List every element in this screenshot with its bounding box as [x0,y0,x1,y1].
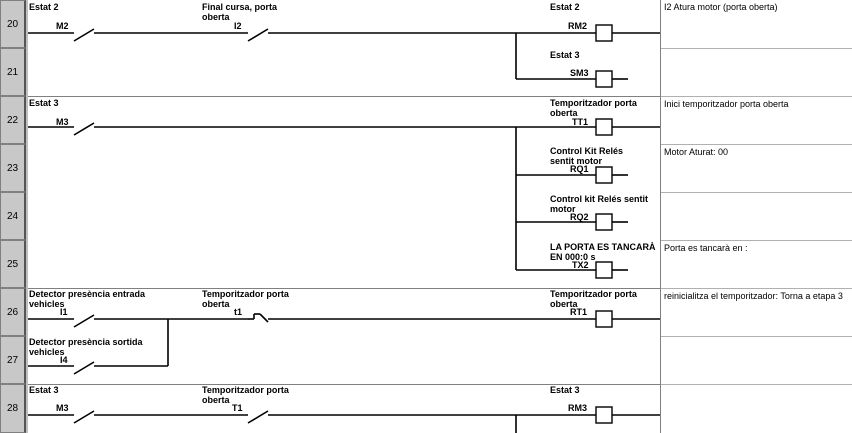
row-number-22[interactable]: 22 [0,96,26,144]
coil-box [595,118,613,136]
coil-label: Control Kit Relés sentit motor [550,146,624,166]
coil-label: LA PORTA ES TANCARÀ EN 000:0 s [550,242,656,262]
row-number-27[interactable]: 27 [0,336,26,384]
row-number-21[interactable]: 21 [0,48,26,96]
coil-address[interactable]: TT1 [572,117,589,127]
coil-address[interactable]: RM3 [568,403,588,413]
coil-address[interactable]: RQ1 [570,164,589,174]
coil-address[interactable]: RT1 [570,307,588,317]
coil-box [595,24,613,42]
coil-box [595,406,613,424]
contact-address[interactable]: t1 [234,307,243,317]
contact-label: Detector presència sortida vehicles [29,337,143,357]
comment-cell[interactable]: reinicialitza el temporitzador: Torna a … [661,288,852,336]
coil-label: Estat 3 [550,50,580,60]
ladder-wires [28,24,660,433]
contact-label: Estat 3 [29,385,59,395]
coil-address[interactable]: RQ2 [570,212,589,222]
comment-column: I2 Atura motor (porta oberta) Inici temp… [660,0,852,433]
comment-cell[interactable] [661,48,852,96]
coil-address[interactable]: RM2 [568,21,588,31]
contact-address[interactable]: M3 [56,403,69,413]
contact-address[interactable]: T1 [232,403,243,413]
comment-cell[interactable] [661,192,852,240]
comment-cell[interactable] [661,384,852,433]
row-number-28[interactable]: 28 [0,384,26,433]
coil-label: Estat 2 [550,2,580,12]
coil-box [595,70,613,88]
comment-cell[interactable] [661,336,852,384]
contact-address[interactable]: M3 [56,117,69,127]
coil-box [595,213,613,231]
contact-address[interactable]: I2 [234,21,242,31]
coil-box [595,310,613,328]
contact-label: Detector presència entrada vehicles [29,289,146,309]
comment-cell[interactable]: I2 Atura motor (porta oberta) [664,2,778,12]
contact-label: Temporitzador porta oberta [202,289,289,309]
contact-address[interactable]: I1 [60,307,68,317]
contact-label: Temporitzador porta oberta [202,385,289,405]
network-divider [28,384,660,385]
network-divider [28,288,660,289]
coil-label: Control kit Relés sentit motor [550,194,649,214]
contact-label: Estat 2 [29,2,59,12]
coil-label: Estat 3 [550,385,580,395]
coil-box [595,261,613,279]
comment-cell[interactable]: Inici temporitzador porta oberta [661,96,852,144]
coil-label: Temporitzador porta oberta [550,289,637,309]
coil-address[interactable]: SM3 [570,68,589,78]
comment-cell[interactable]: Porta es tancarà en : [661,240,852,288]
contact-address[interactable]: M2 [56,21,69,31]
contact-label: Final cursa, porta oberta [202,2,278,22]
ladder-diagram[interactable]: Estat 2 M2 Final cursa, porta oberta I2 … [28,0,660,433]
contact-address[interactable]: I4 [60,355,68,365]
network-divider [28,96,660,97]
contact-label: Estat 3 [29,98,59,108]
row-number-column: 20 21 22 23 24 25 26 27 28 [0,0,28,433]
row-number-24[interactable]: 24 [0,192,26,240]
row-number-26[interactable]: 26 [0,288,26,336]
row-number-20[interactable]: 20 [0,0,26,48]
row-number-25[interactable]: 25 [0,240,26,288]
row-number-23[interactable]: 23 [0,144,26,192]
coil-label: Temporitzador porta oberta [550,98,637,118]
coil-address[interactable]: TX2 [572,260,589,270]
coil-box [595,166,613,184]
comment-cell[interactable]: Motor Aturat: 00 [661,144,852,192]
